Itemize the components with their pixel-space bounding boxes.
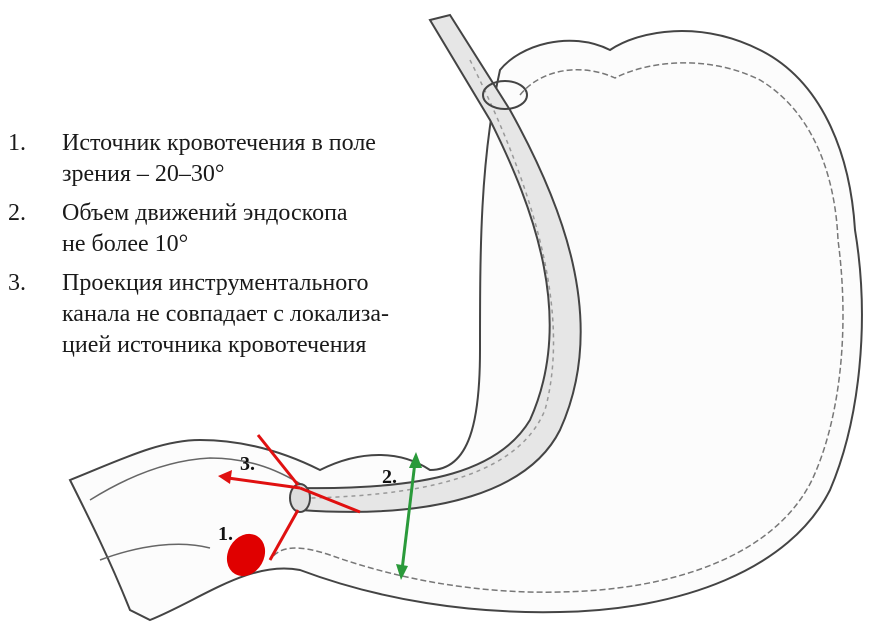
legend-item-1: 1. Источник кровотечения в поле зрения –…: [8, 128, 448, 190]
legend-text: канала не совпадает с локализа-: [62, 299, 448, 330]
legend-text: не более 10°: [62, 229, 448, 260]
legend-text: Объем движений эндоскопа: [62, 198, 448, 229]
legend-item-3: 3. Проекция инструментального канала не …: [8, 268, 448, 361]
legend-text: Источник кровотечения в поле: [62, 128, 448, 159]
marker-2: 2.: [382, 466, 397, 488]
legend-text: цией источника кровотечения: [62, 330, 448, 361]
legend-number: 1.: [8, 128, 26, 159]
marker-3: 3.: [240, 453, 255, 475]
legend-number: 2.: [8, 198, 26, 229]
legend: 1. Источник кровотечения в поле зрения –…: [8, 128, 448, 369]
marker-1: 1.: [218, 523, 233, 545]
legend-text: зрения – 20–30°: [62, 159, 448, 190]
legend-text: Проекция инструментального: [62, 268, 448, 299]
legend-number: 3.: [8, 268, 26, 299]
legend-item-2: 2. Объем движений эндоскопа не более 10°: [8, 198, 448, 260]
